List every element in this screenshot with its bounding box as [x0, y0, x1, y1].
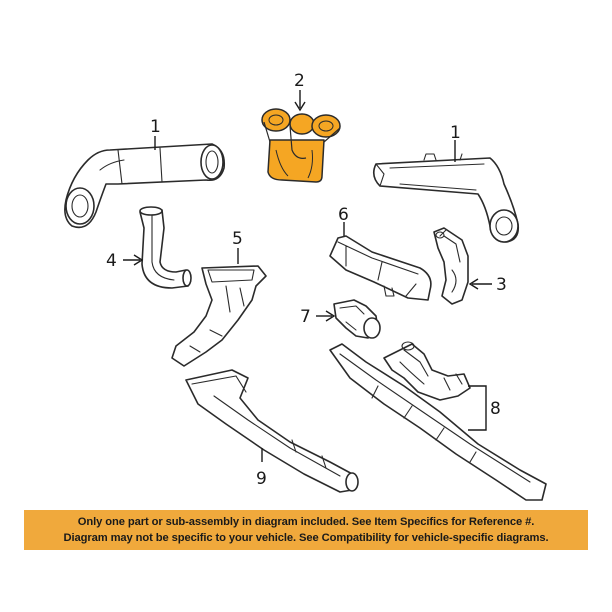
part-1-left	[64, 143, 226, 229]
part-6	[329, 235, 432, 301]
part-2-port-center	[289, 113, 315, 135]
part-8	[329, 341, 547, 501]
disclaimer-line-2: Diagram may not be specific to your vehi…	[63, 532, 549, 544]
part-1-right	[372, 153, 520, 243]
callout-2: 2	[294, 71, 305, 91]
part-5	[171, 265, 267, 367]
part-2-highlighted	[261, 108, 341, 183]
disclaimer-line-1: Only one part or sub-assembly in diagram…	[77, 516, 535, 528]
callout-4: 4	[106, 251, 117, 271]
part-3	[433, 227, 469, 305]
callout-9: 9	[256, 469, 267, 489]
part-7	[333, 299, 381, 339]
callout-7: 7	[300, 307, 311, 327]
callout-6: 6	[338, 205, 349, 225]
callout-1-left: 1	[150, 117, 161, 137]
callout-1-right: 1	[450, 123, 461, 143]
part-2-port-right	[311, 114, 341, 138]
disclaimer-banner: Only one part or sub-assembly in diagram…	[24, 510, 588, 550]
part-2-body	[267, 139, 325, 183]
part-9	[185, 369, 359, 493]
part-2-port-left	[261, 108, 291, 132]
callout-5: 5	[232, 229, 243, 249]
part-4	[139, 206, 192, 289]
part-2-neck	[263, 121, 341, 159]
callout-8: 8	[490, 399, 501, 419]
callout-3: 3	[496, 275, 507, 295]
